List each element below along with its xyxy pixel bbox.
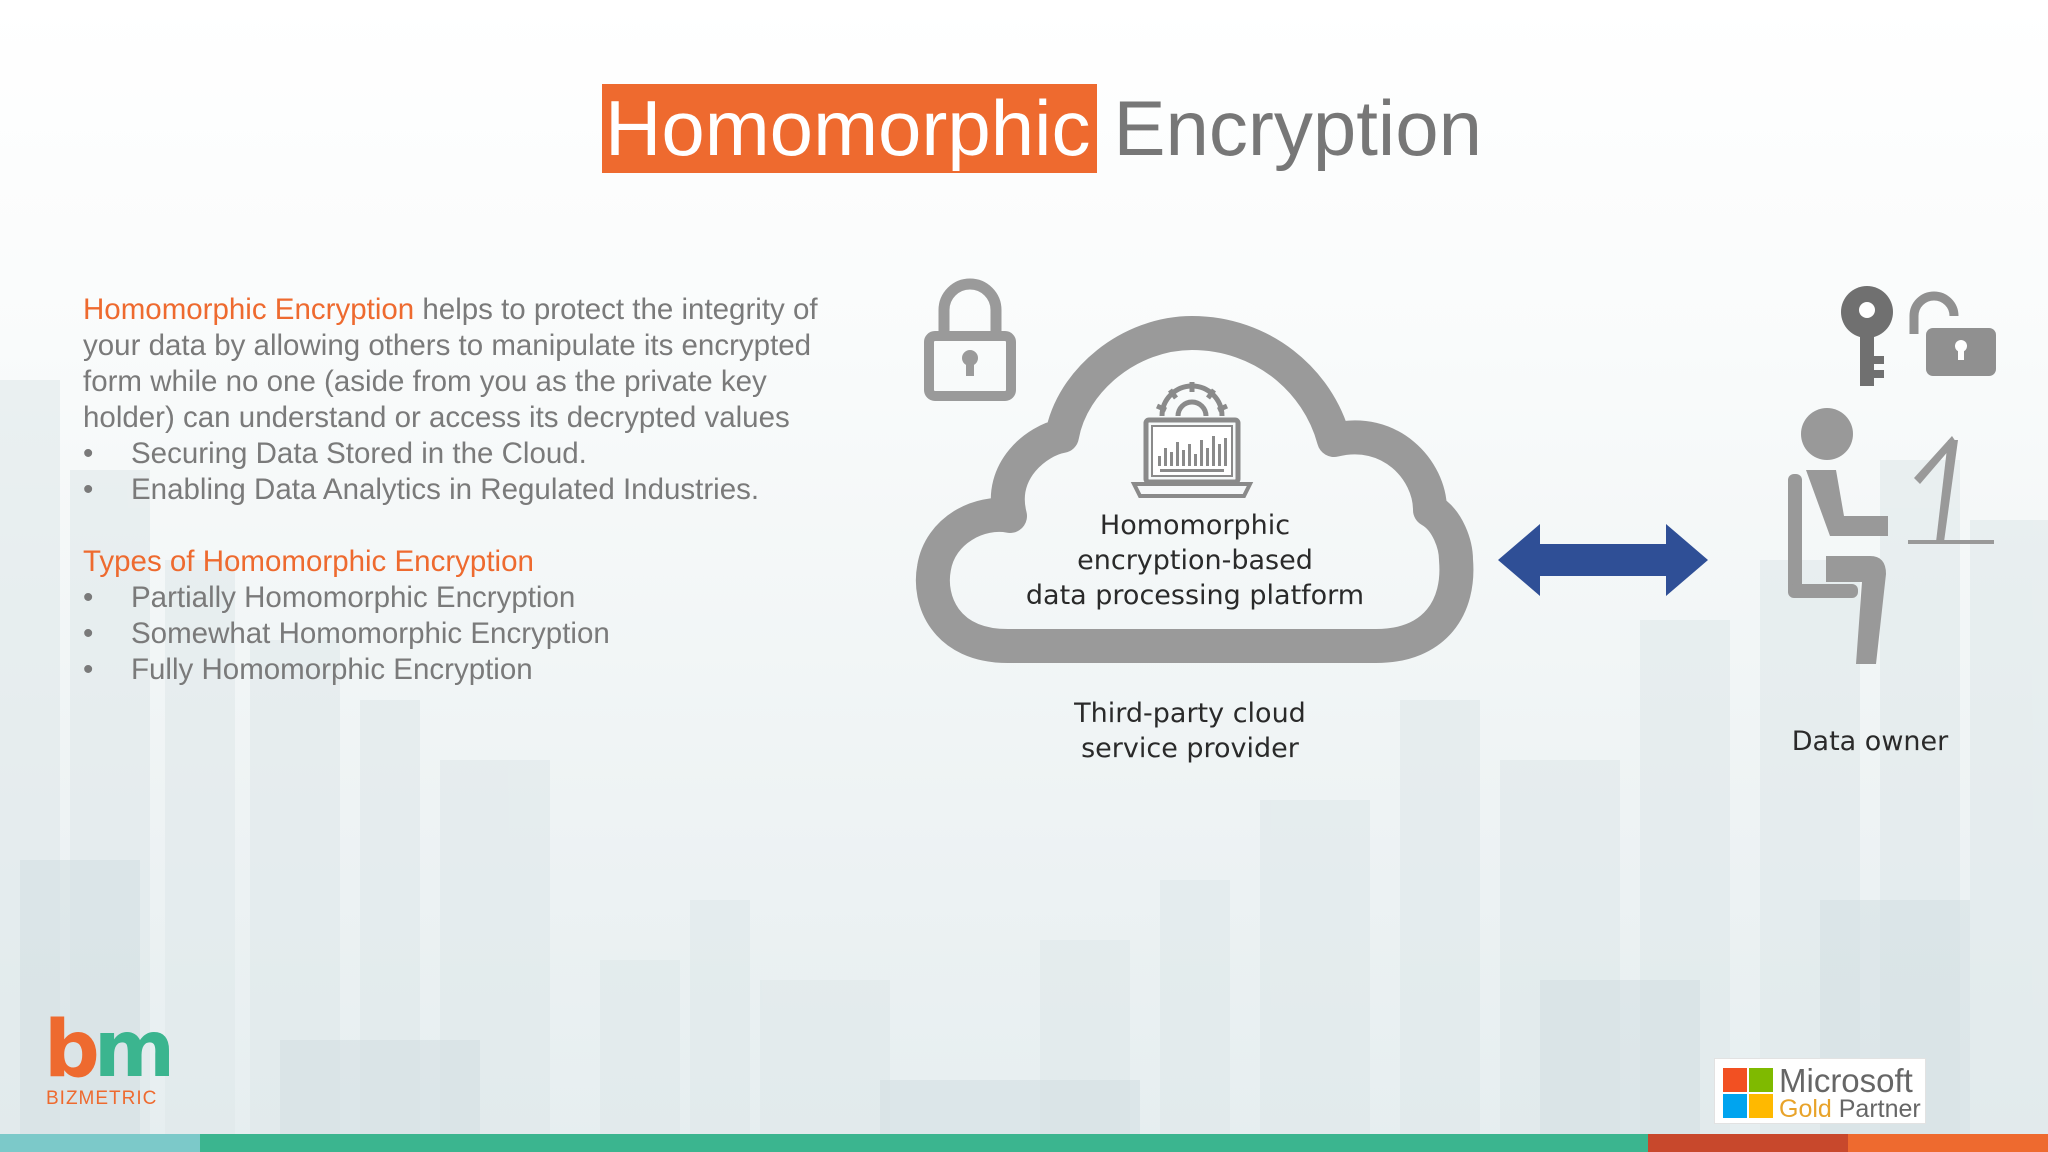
bullet: • bbox=[83, 653, 94, 686]
slide-title: Homomorphic Encryption bbox=[602, 84, 1482, 173]
title-rest: Encryption bbox=[1113, 84, 1483, 172]
logo-letter-b: b bbox=[44, 1005, 100, 1095]
bullet: • bbox=[83, 581, 94, 614]
logo-letters: bm bbox=[44, 1010, 175, 1090]
list-item-text: Partially Homomorphic Encryption bbox=[131, 581, 576, 614]
body-text: Homomorphic Encryption helps to protect … bbox=[83, 292, 823, 688]
bar-segment-red bbox=[1648, 1134, 1848, 1152]
provider-label: Third-party cloud service provider bbox=[1040, 696, 1340, 766]
cloud-label: Homomorphic encryption-based data proces… bbox=[1010, 508, 1380, 613]
list-item: • Enabling Data Analytics in Regulated In… bbox=[83, 472, 823, 508]
person-at-desk-icon bbox=[1788, 408, 1994, 664]
list-item: • Somewhat Homomorphic Encryption bbox=[83, 616, 823, 652]
lock-icon bbox=[924, 278, 1016, 401]
list-item-text: Fully Homomorphic Encryption bbox=[131, 653, 533, 686]
laptop-chart-icon bbox=[1130, 417, 1254, 498]
logo-letter-m: m bbox=[93, 1005, 175, 1095]
list-item-text: Somewhat Homomorphic Encryption bbox=[131, 617, 610, 650]
bullet: • bbox=[83, 617, 94, 650]
bar-segment-green bbox=[200, 1134, 1648, 1152]
double-arrow-icon bbox=[1498, 524, 1708, 596]
bullet: • bbox=[83, 437, 94, 470]
cloud-icon bbox=[915, 316, 1474, 663]
gear-icon bbox=[1155, 382, 1229, 417]
provider-label-line: service provider bbox=[1081, 733, 1299, 764]
bottom-color-bar bbox=[0, 1134, 2048, 1152]
partner-word: Partner bbox=[1831, 1095, 1921, 1123]
title-highlight: Homomorphic bbox=[602, 84, 1098, 173]
list-item: • Partially Homomorphic Encryption bbox=[83, 580, 823, 616]
types-heading: Types of Homomorphic Encryption bbox=[83, 545, 534, 578]
microsoft-gold-partner-badge: Microsoft Gold Partner bbox=[1714, 1058, 1926, 1124]
key-icon bbox=[1841, 286, 1893, 386]
microsoft-logo-icon bbox=[1723, 1068, 1773, 1118]
bullet: • bbox=[83, 473, 94, 506]
list-item-text: Securing Data Stored in the Cloud. bbox=[131, 437, 587, 470]
partner-gold: Gold bbox=[1779, 1095, 1832, 1123]
list-item: • Securing Data Stored in the Cloud. bbox=[83, 436, 823, 472]
owner-label: Data owner bbox=[1770, 724, 1970, 759]
bar-segment-teal bbox=[0, 1134, 200, 1152]
uses-list: • Securing Data Stored in the Cloud. • Ena… bbox=[83, 436, 823, 508]
intro-text: helps to protect the integrity of your d… bbox=[83, 293, 818, 434]
list-item-text: Enabling Data Analytics in Regulated Ind… bbox=[131, 473, 760, 506]
bizmetric-logo: bm BIZMETRIC bbox=[44, 1010, 184, 1109]
intro-paragraph: Homomorphic Encryption helps to protect … bbox=[83, 292, 823, 436]
types-list: • Partially Homomorphic Encryption • Somew… bbox=[83, 580, 823, 688]
cloud-label-line: data processing platform bbox=[1025, 580, 1365, 611]
cloud-label-line: encryption-based bbox=[1077, 545, 1313, 576]
list-item: • Fully Homomorphic Encryption bbox=[83, 652, 823, 688]
partner-line1: Microsoft bbox=[1779, 1062, 1913, 1099]
cloud-label-line: Homomorphic bbox=[1099, 510, 1291, 541]
bar-segment-orange bbox=[1848, 1134, 2048, 1152]
provider-label-line: Third-party cloud bbox=[1074, 698, 1306, 729]
owner-label-text: Data owner bbox=[1791, 726, 1949, 757]
unlock-icon bbox=[1909, 291, 1996, 376]
logo-name: BIZMETRIC bbox=[46, 1088, 158, 1109]
partner-line2: Gold Partner bbox=[1779, 1096, 1921, 1122]
intro-highlight: Homomorphic Encryption bbox=[83, 293, 415, 326]
